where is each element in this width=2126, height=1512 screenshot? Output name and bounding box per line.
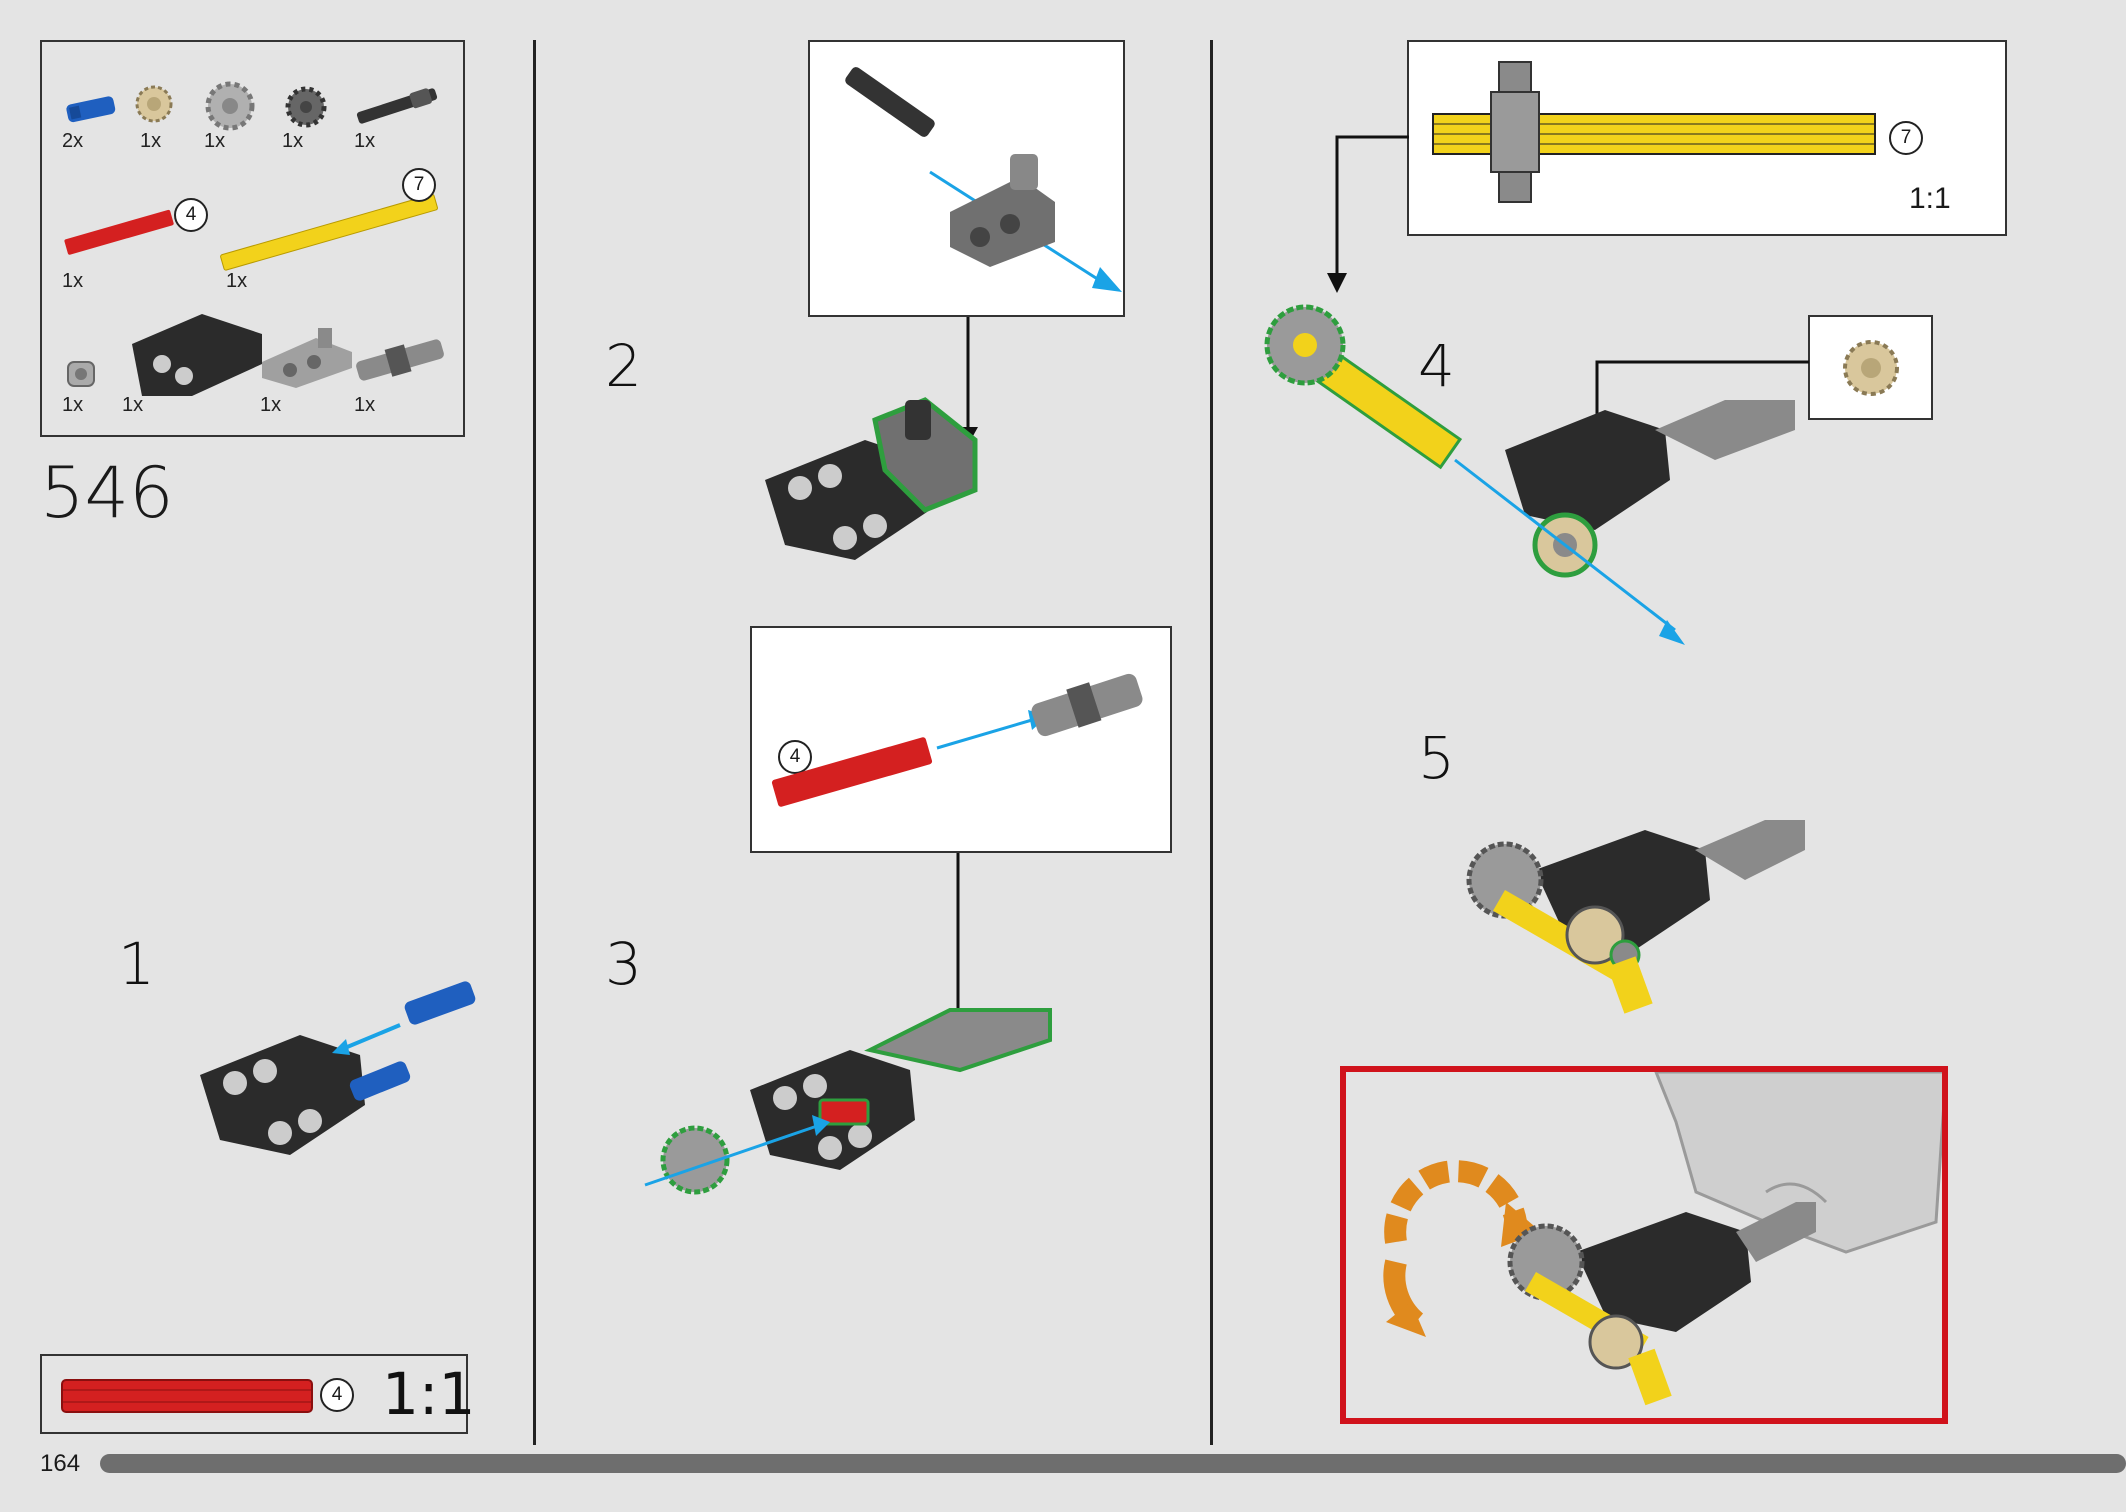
step-number-3: 3: [605, 930, 642, 998]
tan-clutch-gear-icon: [135, 85, 173, 123]
check-rotation-panel: [1340, 1066, 1948, 1424]
step-number-1: 1: [118, 930, 155, 998]
part-qty: 1x: [62, 394, 84, 416]
step4-pointer-arrow: [1327, 135, 1409, 293]
rotation-arrows-icon: [1383, 1160, 1541, 1337]
callout-scale-label: 1:1: [1909, 182, 1951, 215]
step3-assembly: [644, 1008, 1052, 1195]
part-qty: 2x: [62, 130, 84, 152]
black-beam-bracket-icon: [132, 314, 262, 396]
step5-assembly: [1466, 820, 1805, 1014]
axle-length-callout: 4: [778, 740, 812, 774]
step-number-4: 4: [1418, 332, 1455, 400]
axle-length-callout: 7: [1889, 121, 1923, 155]
step-number-5: 5: [1418, 724, 1455, 792]
page-number: 164: [40, 1450, 81, 1477]
scale-reference-box: 4 1:1: [40, 1354, 475, 1434]
step-number-2: 2: [605, 332, 642, 400]
part-qty: 1x: [282, 130, 304, 152]
set-step-number: 546: [40, 452, 174, 534]
step1-assembly: [200, 981, 476, 1155]
step2-callout-box: [808, 40, 1125, 317]
part-qty: 1x: [354, 394, 376, 416]
gray-gear-16-icon: [205, 81, 255, 131]
bush-icon: [67, 361, 95, 387]
dark-gear-12-icon: [285, 86, 327, 128]
column-divider-1: [533, 40, 536, 1445]
part-qty: 1x: [260, 394, 282, 416]
blue-pin-icon: [66, 96, 116, 123]
step4-axle-callout-box: 7 1:1: [1407, 40, 2007, 236]
part-qty: 1x: [122, 394, 144, 416]
yellow-axle-7-icon: [220, 193, 438, 271]
parts-list-box: 2x 1x 1x 1x 1x 4 7 1x 1x 1x 1x 1x 1x: [40, 40, 465, 437]
check-assembly: [1507, 1202, 1816, 1406]
scale-label: 1:1: [382, 1360, 476, 1428]
page-progress-bar: [100, 1454, 2126, 1473]
axle-length-callout: 4: [320, 1378, 354, 1412]
step2-assembly: [765, 397, 978, 560]
part-qty: 1x: [226, 270, 248, 292]
pin-connector-callout-drawing: [845, 67, 1122, 292]
red-axle-4-icon: [64, 209, 174, 255]
step4-gear-callout-box: [1808, 315, 1933, 420]
step3-callout-box: 4: [750, 626, 1172, 853]
part-qty: 1x: [354, 130, 376, 152]
red-axle-callout-drawing: [771, 673, 1143, 807]
part-qty: 1x: [62, 270, 84, 292]
step4-assembly: [1264, 304, 1795, 645]
yellow-axle-gear-callout-drawing: [1432, 61, 1876, 203]
axle-length-callout: 7: [402, 168, 436, 202]
black-axle-pin-icon: [356, 88, 438, 124]
part-qty: 1x: [204, 130, 226, 152]
column-divider-2: [1210, 40, 1213, 1445]
part-qty: 1x: [140, 130, 162, 152]
universal-joint-icon: [356, 339, 444, 381]
tan-clutch-gear-callout-icon: [1843, 340, 1899, 396]
axle-length-callout: 4: [174, 198, 208, 232]
gray-pin-connector-icon: [262, 328, 352, 388]
red-axle-scale-icon: [61, 1379, 313, 1413]
